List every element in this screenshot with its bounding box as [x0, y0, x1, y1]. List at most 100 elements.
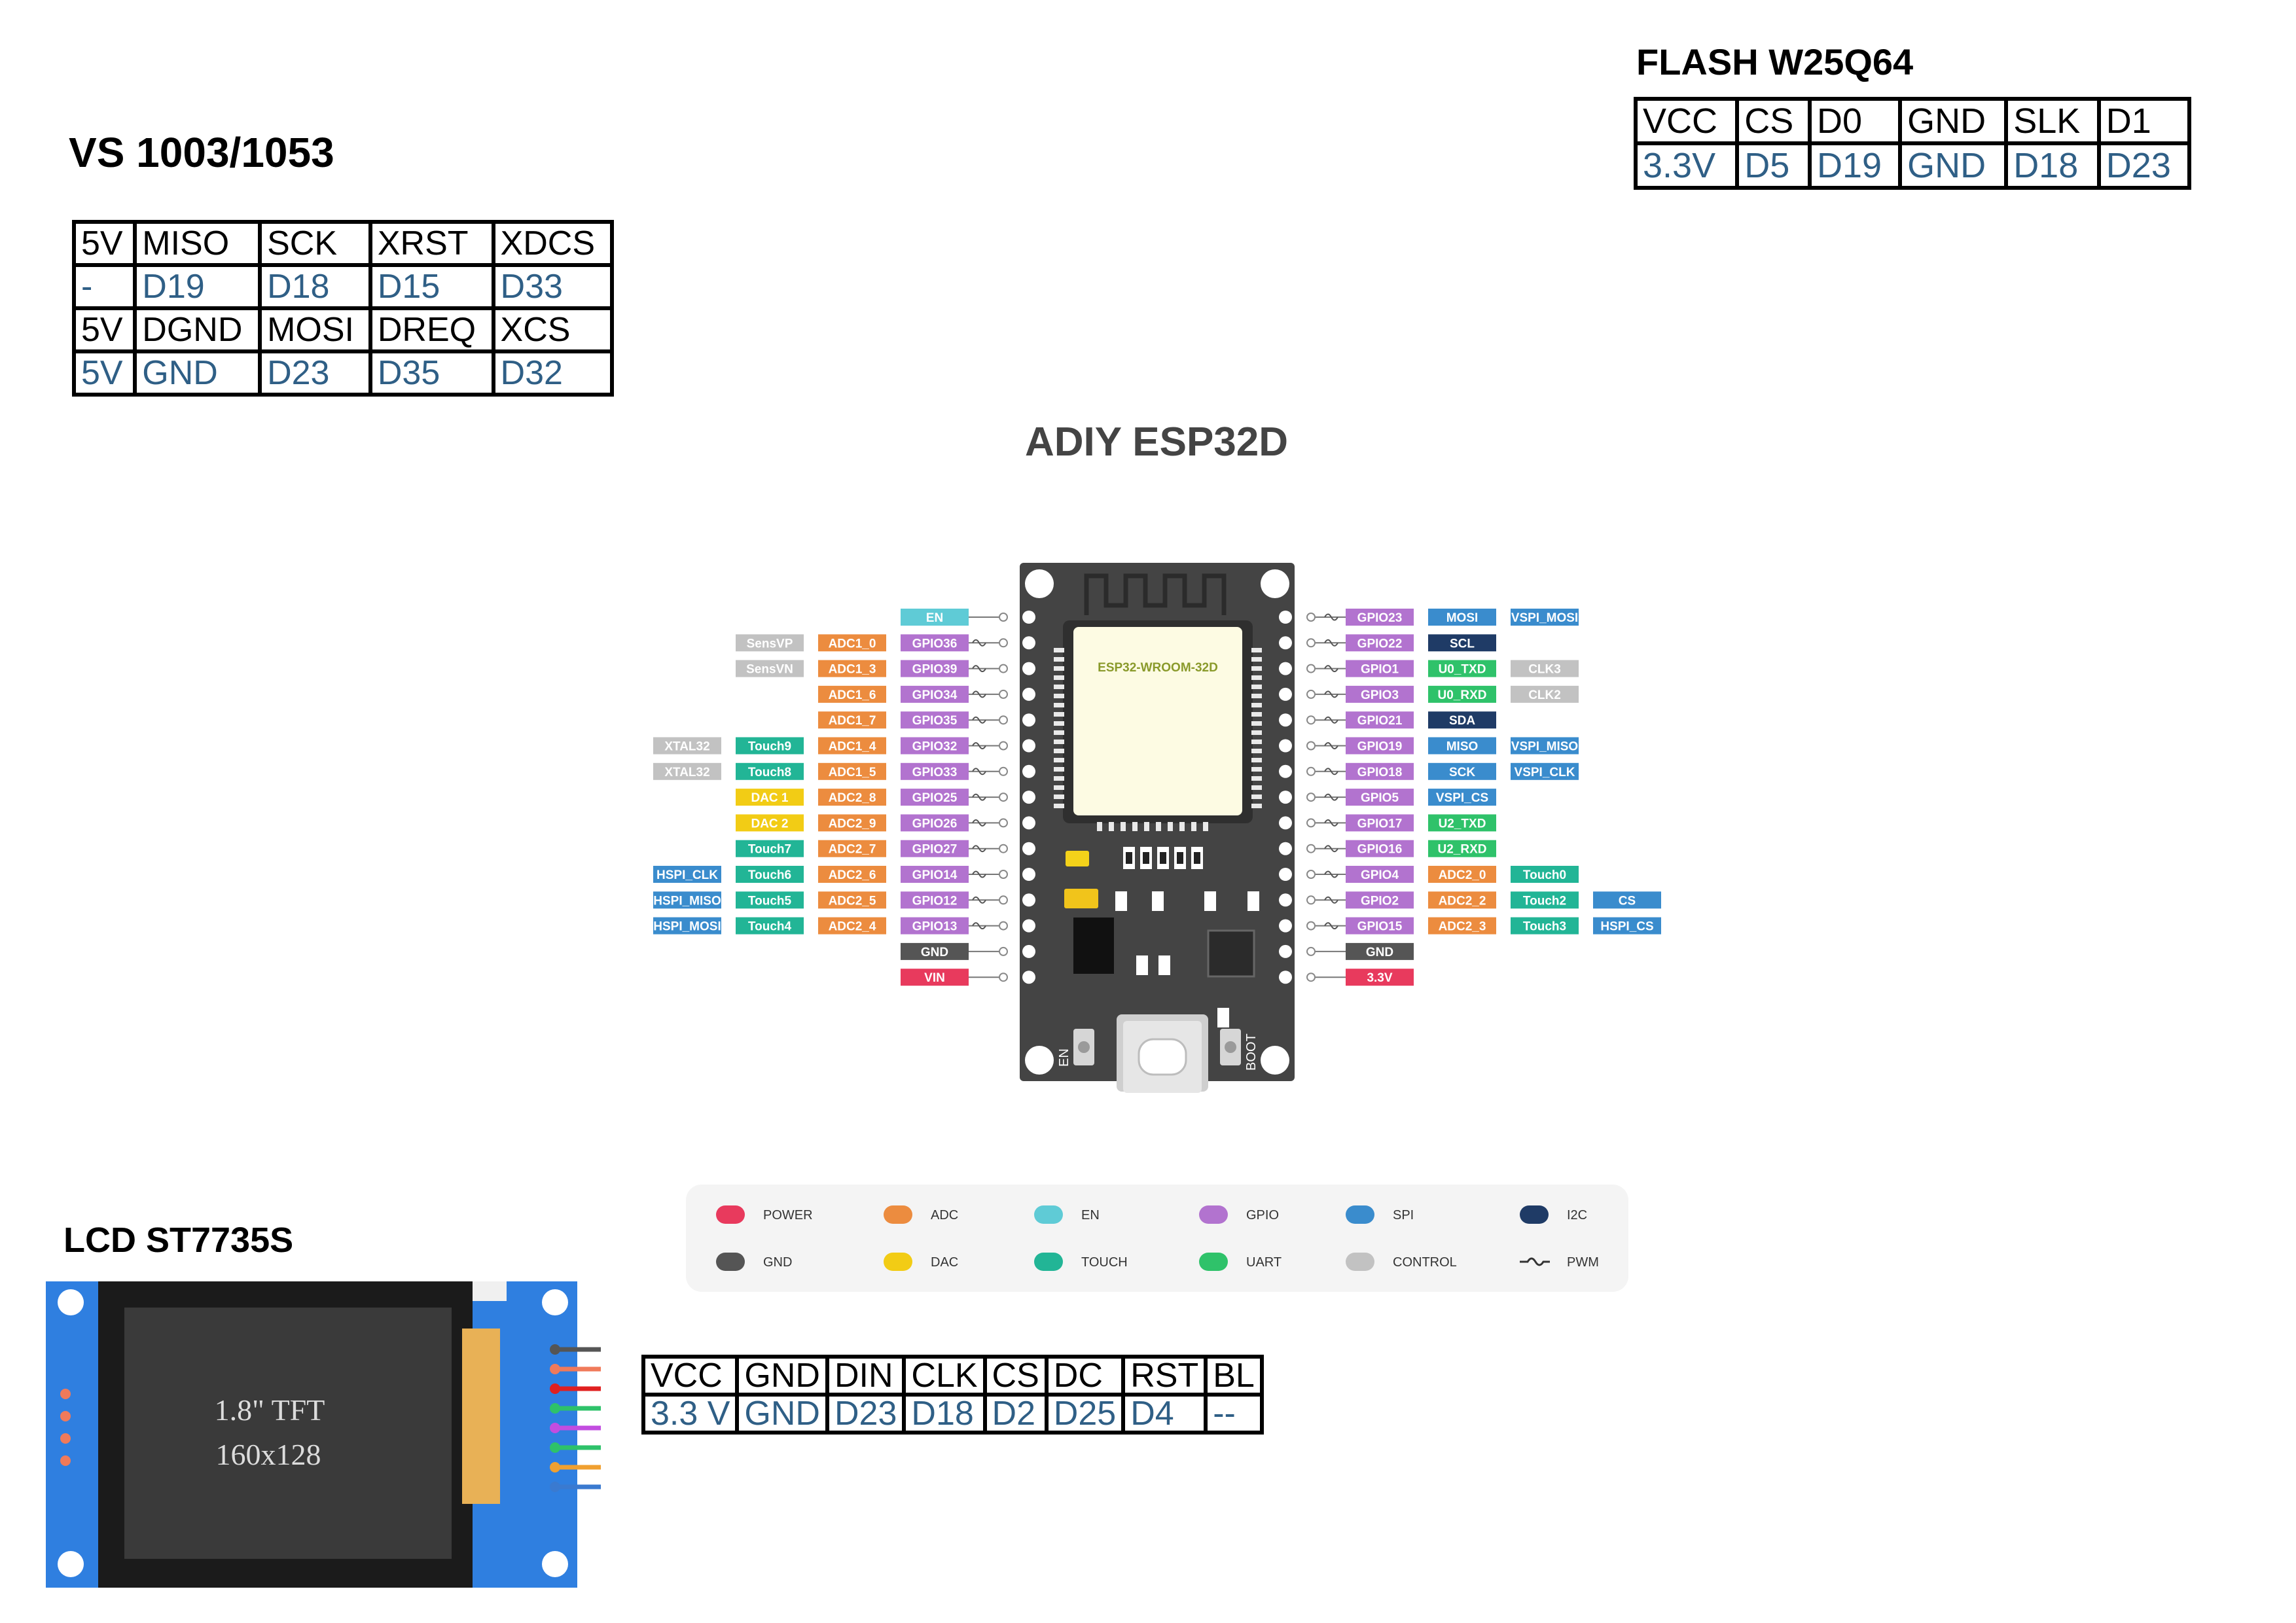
pin-label-text: SDA: [1449, 714, 1475, 728]
module-pad: [1251, 694, 1262, 698]
legend-swatch: [1346, 1253, 1374, 1271]
module-pad: [1054, 740, 1064, 744]
header-pin: [999, 665, 1007, 673]
en-button-cap: [1078, 1041, 1090, 1053]
pin-label-gpio27: GPIO27: [901, 840, 969, 857]
smd-resistor-body: [1143, 852, 1149, 864]
pin-label-hspi-cs: HSPI_CS: [1593, 918, 1661, 935]
pin-label-gpio21: GPIO21: [1346, 711, 1414, 728]
pin-label-scl: SCL: [1428, 634, 1496, 651]
legend-swatch: [1034, 1205, 1063, 1224]
pin-label-adc2-8: ADC2_8: [818, 789, 886, 806]
pin-label-sensvp: SensVP: [736, 634, 804, 651]
pin-label-text: GPIO14: [912, 868, 958, 882]
pin-label-vspi-miso: VSPI_MISO: [1511, 738, 1579, 755]
pin-label-gpio39: GPIO39: [901, 660, 969, 677]
header-pin: [1307, 819, 1315, 827]
pin-label-gpio19: GPIO19: [1346, 738, 1414, 755]
module-pad: [1168, 822, 1173, 831]
legend-swatch: [1346, 1205, 1374, 1224]
pin-label-cs: CS: [1593, 891, 1661, 908]
header-pin: [1307, 896, 1315, 904]
lcd-wire-pin: [550, 1442, 560, 1453]
board-pin-hole: [1279, 919, 1292, 933]
pin-label-text: Touch4: [748, 920, 792, 934]
lcd-wire-pin: [550, 1423, 560, 1433]
lcd-pad: [60, 1433, 71, 1444]
header-pin: [999, 742, 1007, 750]
pin-label-text: ADC2_7: [829, 843, 876, 857]
legend-item-touch: TOUCH: [1034, 1253, 1128, 1271]
pin-label-adc1-4: ADC1_4: [818, 738, 886, 755]
pin-label-gnd: GND: [901, 943, 969, 960]
lcd-frame-right: [473, 1281, 507, 1301]
pin-label-text: ADC2_4: [829, 920, 876, 934]
header-pin: [999, 845, 1007, 853]
module-pad: [1251, 776, 1262, 781]
board-pin-hole: [1022, 971, 1035, 984]
pin-label-text: Touch7: [748, 843, 791, 857]
pin-label-adc2-4: ADC2_4: [818, 918, 886, 935]
pin-label-text: ADC1_0: [829, 637, 876, 651]
pin-label-adc1-5: ADC1_5: [818, 763, 886, 780]
pin-label-gpio3: GPIO3: [1346, 686, 1414, 703]
header-pin: [999, 639, 1007, 647]
pin-label-adc2-6: ADC2_6: [818, 866, 886, 883]
pin-label-text: MOSI: [1446, 611, 1479, 625]
mount-hole: [1261, 1046, 1289, 1075]
pin-label-text: 3.3V: [1367, 971, 1392, 985]
legend-label: I2C: [1567, 1208, 1587, 1222]
pin-label-text: U0_TXD: [1439, 663, 1486, 677]
pin-label-text: ADC1_7: [829, 714, 876, 728]
board-pin-hole: [1022, 893, 1035, 906]
module-pad: [1054, 749, 1064, 753]
module-pad: [1251, 703, 1262, 707]
pin-label-text: Touch8: [748, 766, 791, 779]
pin-label-text: ADC1_5: [829, 766, 876, 779]
board-pin-hole: [1279, 636, 1292, 649]
pin-label-text: CS: [1619, 894, 1636, 908]
board-pin-hole: [1279, 868, 1292, 881]
pin-label-text: GPIO35: [912, 714, 958, 728]
header-pin: [999, 870, 1007, 878]
module-pad: [1054, 794, 1064, 799]
pin-label-text: HSPI_CS: [1600, 920, 1653, 934]
header-pin: [1307, 742, 1315, 750]
pin-label-adc1-3: ADC1_3: [818, 660, 886, 677]
pin-label-adc1-7: ADC1_7: [818, 711, 886, 728]
module-pad: [1251, 666, 1262, 671]
header-pin: [999, 973, 1007, 981]
module-pad: [1251, 712, 1262, 717]
module-pad: [1251, 657, 1262, 662]
board-pin-hole: [1279, 971, 1292, 984]
pin-label-text: GPIO2: [1361, 894, 1399, 908]
header-pin: [999, 896, 1007, 904]
pin-label-text: GPIO13: [912, 920, 958, 934]
boot-button-label: BOOT: [1244, 1033, 1259, 1071]
pin-label-sda: SDA: [1428, 711, 1496, 728]
module-pad: [1179, 822, 1185, 831]
board-pin-hole: [1022, 688, 1035, 701]
legend-label: EN: [1081, 1208, 1100, 1222]
pin-label-gpio25: GPIO25: [901, 789, 969, 806]
board-pin-hole: [1022, 919, 1035, 933]
module-pad: [1109, 822, 1114, 831]
header-pin: [999, 922, 1007, 930]
header-pin: [999, 613, 1007, 621]
pin-label-gpio32: GPIO32: [901, 738, 969, 755]
header-pin: [1307, 973, 1315, 981]
pin-label-touch6: Touch6: [736, 866, 804, 883]
pin-label-gpio14: GPIO14: [901, 866, 969, 883]
pin-label-gpio1: GPIO1: [1346, 660, 1414, 677]
pin-label-text: ADC2_0: [1439, 868, 1486, 882]
pin-label-text: MISO: [1446, 740, 1479, 754]
pin-label-clk3: CLK3: [1511, 660, 1579, 677]
pin-label-touch5: Touch5: [736, 891, 804, 908]
pin-label-gpio33: GPIO33: [901, 763, 969, 780]
header-pin: [1307, 922, 1315, 930]
legend-swatch: [1520, 1205, 1549, 1224]
legend-swatch: [1199, 1253, 1228, 1271]
lcd-pad: [60, 1389, 71, 1399]
module-pad: [1054, 648, 1064, 652]
